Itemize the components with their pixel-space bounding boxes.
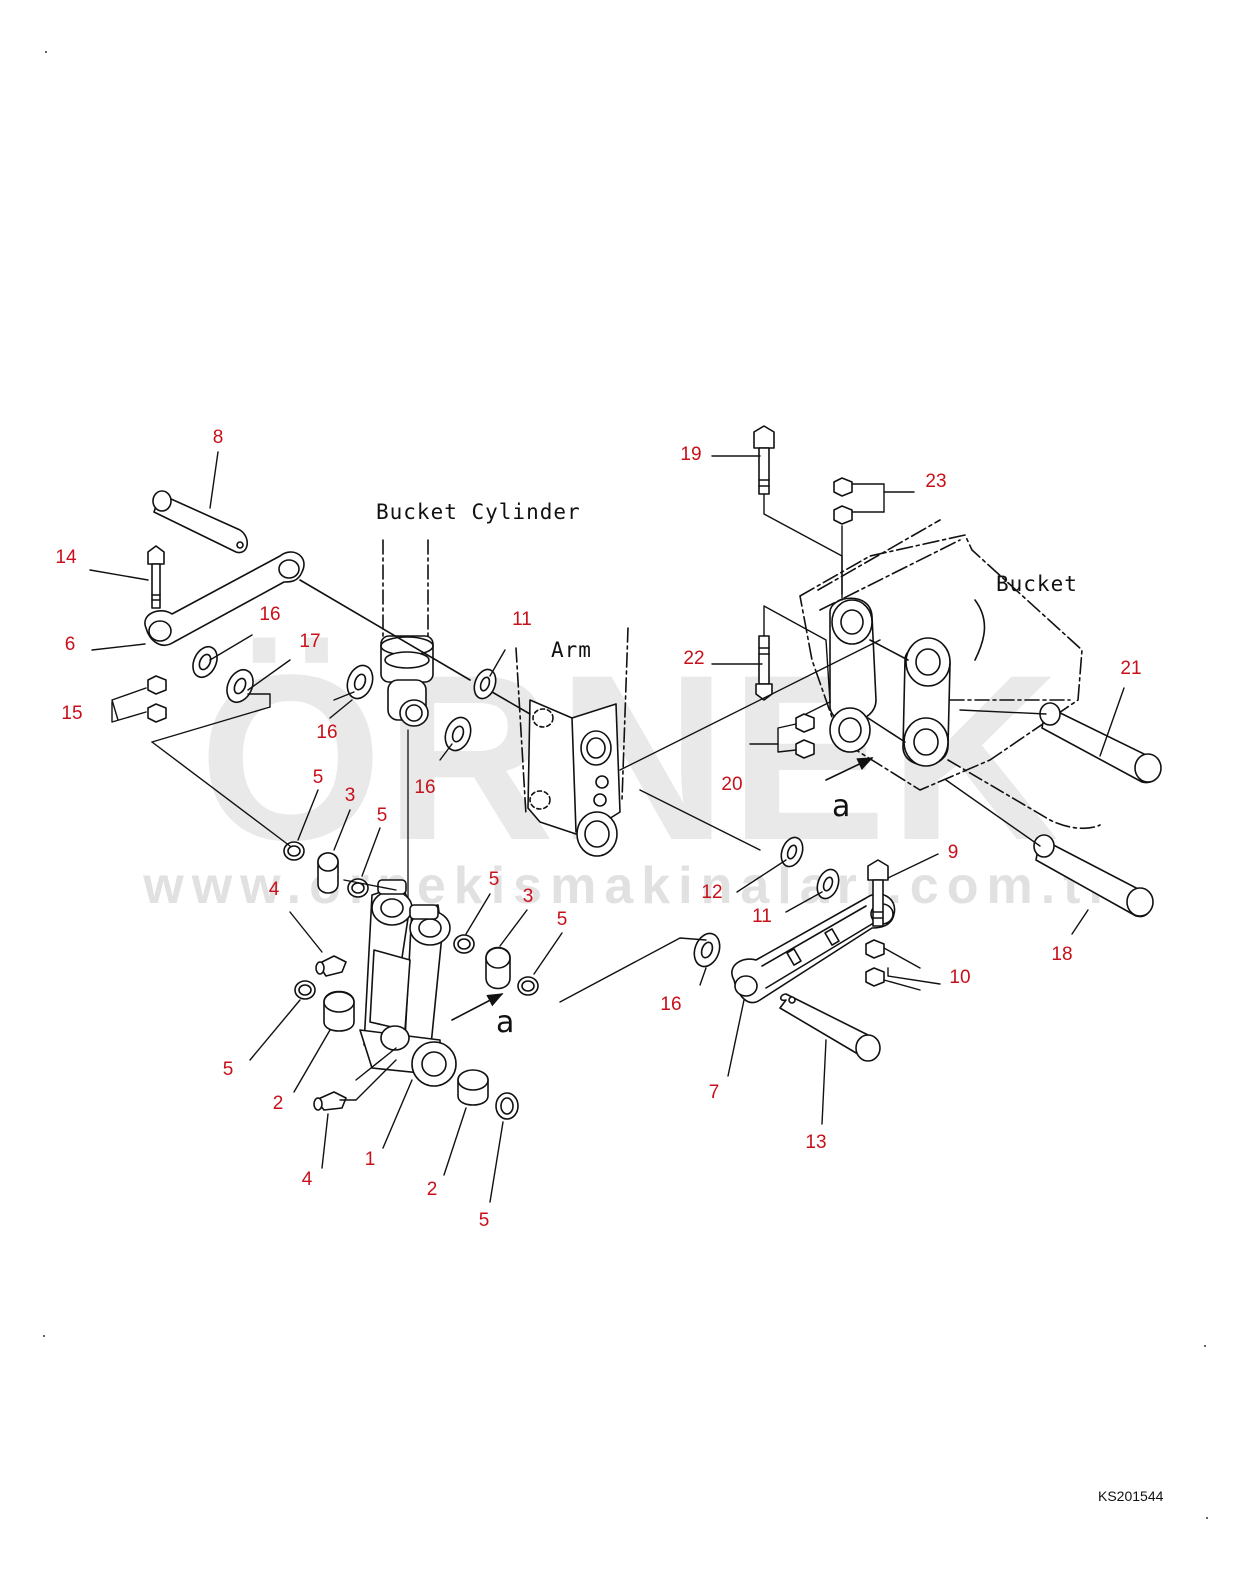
callout-15: 15 [61, 703, 83, 724]
bolt-14-part [147, 545, 165, 609]
callout-4-b: 4 [301, 1169, 313, 1190]
callout-19: 19 [680, 444, 702, 465]
detail-arrows [451, 757, 874, 1021]
bolt-19-part [753, 425, 775, 495]
callout-16-a: 16 [259, 604, 281, 625]
callout-3-a: 3 [344, 785, 356, 806]
pin-18-part [1033, 834, 1154, 918]
arm-label: Arm [551, 638, 592, 662]
callout-5-a: 5 [312, 767, 324, 788]
callout-2-a: 2 [272, 1093, 284, 1114]
callout-14: 14 [55, 547, 77, 568]
callout-5-e: 5 [222, 1059, 234, 1080]
pin-21-part [1039, 702, 1162, 784]
drawing-code: KS201544 [1098, 1488, 1164, 1504]
callout-5-d: 5 [556, 909, 568, 930]
bucket-cylinder-part [380, 539, 434, 901]
callout-5-c: 5 [488, 869, 500, 890]
callout-7: 7 [708, 1082, 720, 1103]
bolt-9-part [867, 859, 889, 927]
callout-1: 1 [364, 1149, 376, 1170]
seals-part [283, 841, 539, 1120]
bucket-label: Bucket [996, 572, 1078, 596]
callout-5-f: 5 [478, 1210, 490, 1231]
shims-part [192, 645, 840, 968]
link-1-part [359, 879, 457, 1087]
callout-20: 20 [721, 774, 743, 795]
callout-16-d: 16 [660, 994, 682, 1015]
corner-marks [43, 51, 1208, 1519]
bushings-part [317, 852, 511, 1106]
callout-12: 12 [701, 882, 723, 903]
detail-mark-a-right: a [832, 789, 851, 824]
arm-part [515, 627, 629, 857]
pin-8-part [152, 490, 248, 554]
nut-23-part [833, 477, 853, 525]
callout-4-a: 4 [268, 879, 280, 900]
grease-fittings-part [313, 955, 347, 1111]
callout-3-b: 3 [522, 886, 534, 907]
callout-11-b: 11 [752, 906, 772, 927]
bucket-cylinder-label: Bucket Cylinder [376, 500, 581, 524]
pin-13-part [779, 993, 881, 1062]
callout-16-c: 16 [414, 777, 436, 798]
link-6-part [144, 551, 531, 715]
callout-22: 22 [683, 648, 705, 669]
callout-10: 10 [949, 967, 971, 988]
callout-5-b: 5 [376, 805, 388, 826]
callout-8: 8 [212, 427, 224, 448]
callout-9: 9 [947, 842, 959, 863]
callout-18: 18 [1051, 944, 1073, 965]
detail-mark-a-left: a [496, 1005, 515, 1040]
bolt-22-part [755, 635, 773, 701]
callout-21: 21 [1120, 658, 1142, 679]
callout-6: 6 [64, 634, 76, 655]
bucket-part [799, 519, 1101, 830]
callout-2-b: 2 [426, 1179, 438, 1200]
callout-13: 13 [805, 1132, 827, 1153]
callout-11-a: 11 [512, 609, 532, 630]
nut-20-part [795, 713, 815, 759]
leader-lines [89, 451, 1125, 1203]
nut-10-part [865, 939, 885, 987]
callout-17: 17 [299, 631, 321, 652]
callout-16-b: 16 [316, 722, 338, 743]
callout-23: 23 [925, 471, 947, 492]
nut-15-part [147, 675, 167, 723]
watermark-url: www.ornekismakinalari.com.tr [143, 857, 1117, 915]
